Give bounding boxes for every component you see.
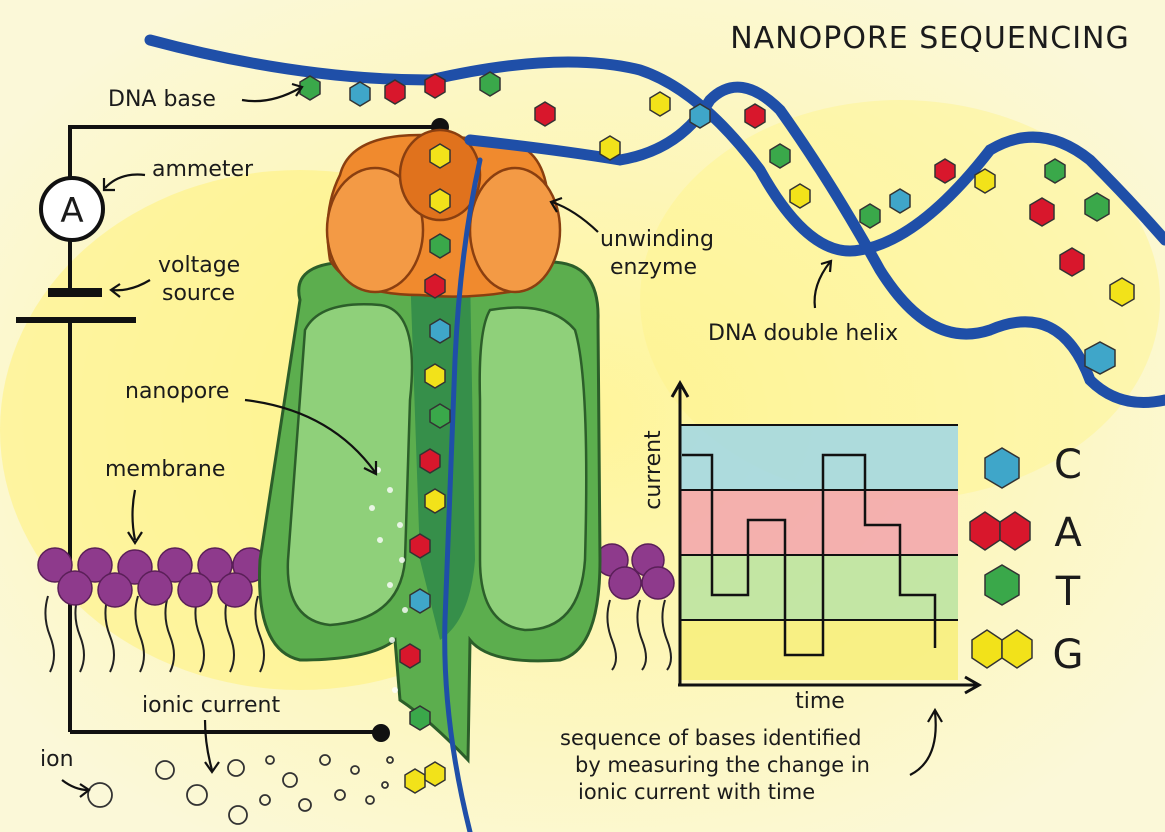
label-dna-double-helix: DNA double helix xyxy=(708,321,898,346)
band-t xyxy=(680,555,958,620)
label-source: source xyxy=(162,281,235,306)
label-ammeter: ammeter xyxy=(152,157,254,182)
electrode-bottom xyxy=(372,724,390,742)
legend-a-label: A xyxy=(1054,510,1082,556)
caption-line-2: by measuring the change in xyxy=(575,753,870,777)
band-a xyxy=(680,490,958,555)
label-ionic-current: ionic current xyxy=(142,693,280,718)
legend-g-label: G xyxy=(1053,632,1084,678)
label-membrane: membrane xyxy=(105,457,225,482)
x-axis-label: time xyxy=(795,689,845,714)
band-c xyxy=(680,425,958,490)
label-enzyme: enzyme xyxy=(610,255,697,280)
band-g xyxy=(680,620,958,680)
label-unwinding: unwinding xyxy=(600,227,714,252)
label-voltage: voltage xyxy=(158,253,240,278)
caption-line-3: ionic current with time xyxy=(578,780,815,804)
battery-long-plate xyxy=(16,317,136,323)
label-ion: ion xyxy=(40,747,74,772)
label-nanopore: nanopore xyxy=(125,379,229,404)
ammeter-symbol: A xyxy=(60,191,83,231)
legend-t-label: T xyxy=(1055,569,1081,615)
label-dna-base: DNA base xyxy=(108,87,216,112)
y-axis-label: current xyxy=(641,430,666,510)
legend-c-label: C xyxy=(1054,442,1082,488)
caption-line-1: sequence of bases identified xyxy=(560,726,861,750)
page-title: NANOPORE SEQUENCING xyxy=(730,21,1130,56)
current-graph: current time xyxy=(641,383,979,714)
battery-short-plate xyxy=(48,288,102,297)
